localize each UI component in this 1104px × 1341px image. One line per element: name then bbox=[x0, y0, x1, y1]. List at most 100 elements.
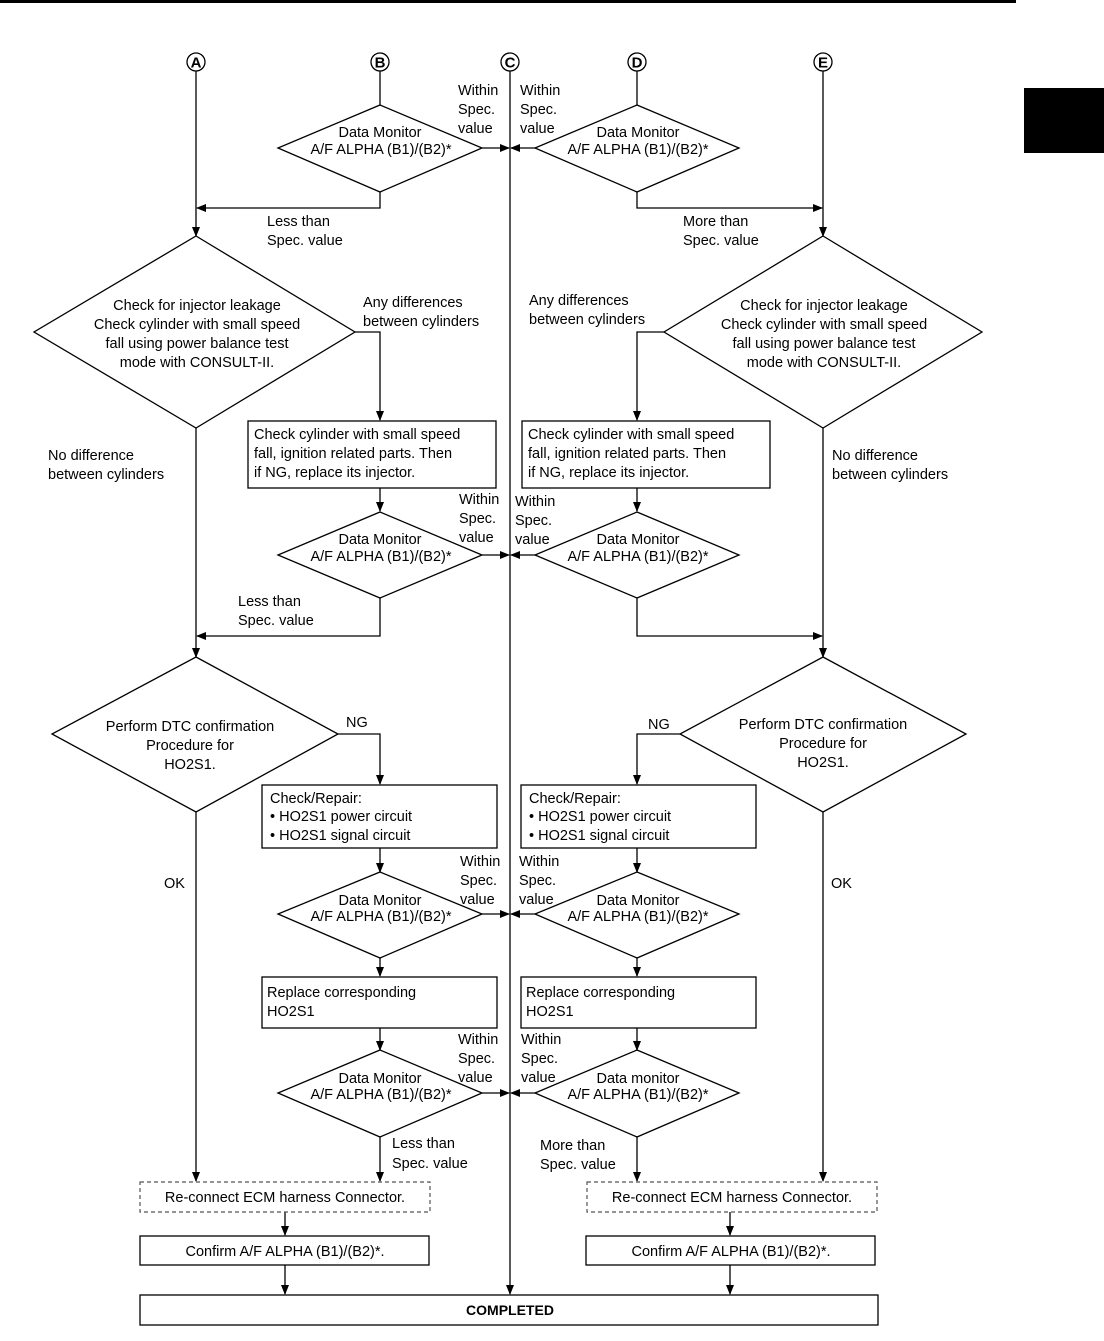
data-monitor-decision: Data Monitor A/F ALPHA (B1)/(B2)* bbox=[533, 871, 741, 959]
replace-ho2s1-box: Replace corresponding HO2S1 bbox=[261, 976, 498, 1029]
svg-text:A/F ALPHA (B1)/(B2)*: A/F ALPHA (B1)/(B2)* bbox=[567, 142, 708, 158]
svg-text:value: value bbox=[521, 1070, 556, 1086]
svg-text:Data Monitor: Data Monitor bbox=[338, 532, 421, 548]
svg-text:Re-connect ECM harness Connect: Re-connect ECM harness Connector. bbox=[165, 1190, 405, 1206]
less-than-spec-label: Less than Spec. value bbox=[392, 1136, 468, 1172]
svg-text:value: value bbox=[458, 1070, 493, 1086]
data-monitor-decision: Data monitor A/F ALPHA (B1)/(B2)* bbox=[533, 1049, 741, 1138]
connector-e: E bbox=[813, 52, 833, 72]
svg-text:Within: Within bbox=[458, 1032, 498, 1048]
svg-text:Less than: Less than bbox=[267, 214, 330, 230]
svg-text:A/F ALPHA (B1)/(B2)*: A/F ALPHA (B1)/(B2)* bbox=[567, 909, 708, 925]
reconnect-ecm-box: Re-connect ECM harness Connector. bbox=[139, 1181, 431, 1213]
connector-b: B bbox=[370, 52, 390, 72]
svg-text:value: value bbox=[459, 530, 494, 546]
svg-text:HO2S1.: HO2S1. bbox=[797, 755, 849, 771]
svg-text:fall, ignition related parts.: fall, ignition related parts. Then bbox=[254, 446, 452, 462]
svg-text:Spec.: Spec. bbox=[515, 513, 552, 529]
svg-text:HO2S1: HO2S1 bbox=[267, 1004, 315, 1020]
svg-text:D: D bbox=[632, 55, 643, 72]
ok-label: OK bbox=[831, 876, 852, 892]
svg-text:Spec. value: Spec. value bbox=[238, 613, 314, 629]
svg-text:fall using power balance test: fall using power balance test bbox=[733, 336, 916, 352]
less-than-spec-label: Less than Spec. value bbox=[238, 594, 314, 629]
svg-text:value: value bbox=[519, 892, 554, 908]
svg-text:HO2S1.: HO2S1. bbox=[164, 757, 216, 773]
ng-label: NG bbox=[648, 717, 670, 733]
svg-text:Spec. value: Spec. value bbox=[540, 1157, 616, 1173]
connector-a: A bbox=[186, 52, 206, 72]
svg-text:• HO2S1 power circuit: • HO2S1 power circuit bbox=[270, 809, 412, 825]
within-spec-label: Within Spec. value bbox=[519, 854, 559, 908]
svg-text:Data Monitor: Data Monitor bbox=[596, 893, 679, 909]
svg-text:• HO2S1 signal circuit: • HO2S1 signal circuit bbox=[529, 828, 669, 844]
svg-text:fall, ignition related parts.: fall, ignition related parts. Then bbox=[528, 446, 726, 462]
svg-text:Less than: Less than bbox=[238, 594, 301, 610]
svg-text:Check cylinder with small spee: Check cylinder with small speed bbox=[94, 317, 300, 333]
svg-text:Replace corresponding: Replace corresponding bbox=[526, 985, 675, 1001]
more-than-spec-label: More than Spec. value bbox=[683, 214, 759, 249]
svg-text:Within: Within bbox=[460, 854, 500, 870]
svg-text:Spec. value: Spec. value bbox=[683, 233, 759, 249]
svg-text:A: A bbox=[191, 55, 202, 72]
svg-text:Perform DTC confirmation: Perform DTC confirmation bbox=[106, 719, 274, 735]
injector-leakage-decision: Check for injector leakage Check cylinde… bbox=[662, 235, 984, 429]
flow-lines bbox=[192, 71, 827, 1295]
replace-ho2s1-box: Replace corresponding HO2S1 bbox=[520, 976, 757, 1029]
svg-text:Check cylinder with small spee: Check cylinder with small speed bbox=[721, 317, 927, 333]
svg-text:fall using power balance test: fall using power balance test bbox=[106, 336, 289, 352]
any-differences-label: Any differences between cylinders bbox=[363, 295, 479, 330]
svg-text:Any differences: Any differences bbox=[363, 295, 463, 311]
data-monitor-decision: Data Monitor A/F ALPHA (B1)/(B2)* bbox=[533, 104, 741, 193]
svg-text:A/F ALPHA (B1)/(B2)*: A/F ALPHA (B1)/(B2)* bbox=[567, 549, 708, 565]
svg-text:Confirm A/F ALPHA (B1)/(B2)*.: Confirm A/F ALPHA (B1)/(B2)*. bbox=[185, 1244, 384, 1260]
svg-text:mode with CONSULT-II.: mode with CONSULT-II. bbox=[747, 355, 901, 371]
within-spec-label: Within Spec. value bbox=[460, 854, 500, 908]
svg-text:Check for injector leakage: Check for injector leakage bbox=[740, 298, 908, 314]
svg-text:Check/Repair:: Check/Repair: bbox=[270, 791, 362, 807]
svg-text:Check for injector leakage: Check for injector leakage bbox=[113, 298, 281, 314]
svg-text:Data Monitor: Data Monitor bbox=[338, 893, 421, 909]
section-tab-marker bbox=[1024, 88, 1104, 153]
svg-text:between cylinders: between cylinders bbox=[48, 467, 164, 483]
within-spec-label: Within Spec. value bbox=[458, 1032, 498, 1086]
svg-text:Spec.: Spec. bbox=[520, 102, 557, 118]
svg-text:Data Monitor: Data Monitor bbox=[338, 125, 421, 141]
svg-text:Spec. value: Spec. value bbox=[392, 1156, 468, 1172]
svg-text:Perform DTC confirmation: Perform DTC confirmation bbox=[739, 717, 907, 733]
ng-label: NG bbox=[346, 715, 368, 731]
svg-text:More than: More than bbox=[540, 1138, 605, 1154]
svg-text:COMPLETED: COMPLETED bbox=[466, 1302, 554, 1318]
svg-text:Within: Within bbox=[515, 494, 555, 510]
svg-text:Re-connect ECM harness Connect: Re-connect ECM harness Connector. bbox=[612, 1190, 852, 1206]
svg-text:Spec.: Spec. bbox=[460, 873, 497, 889]
svg-text:between cylinders: between cylinders bbox=[529, 312, 645, 328]
within-spec-label: Within Spec. value bbox=[458, 83, 498, 137]
data-monitor-decision: Data Monitor A/F ALPHA (B1)/(B2)* bbox=[276, 871, 484, 959]
data-monitor-decision: Data Monitor A/F ALPHA (B1)/(B2)* bbox=[276, 1049, 484, 1138]
reconnect-ecm-box: Re-connect ECM harness Connector. bbox=[586, 1181, 878, 1213]
no-difference-label: No difference between cylinders bbox=[832, 448, 948, 483]
completed-box: COMPLETED bbox=[139, 1294, 879, 1326]
confirm-af-alpha-box: Confirm A/F ALPHA (B1)/(B2)*. bbox=[139, 1235, 430, 1266]
svg-text:if NG, replace its injector.: if NG, replace its injector. bbox=[254, 465, 415, 481]
svg-text:A/F ALPHA (B1)/(B2)*: A/F ALPHA (B1)/(B2)* bbox=[310, 909, 451, 925]
svg-text:No difference: No difference bbox=[832, 448, 918, 464]
connector-c: C bbox=[500, 52, 520, 72]
cylinder-check-box: Check cylinder with small speed fall, ig… bbox=[521, 420, 771, 489]
data-monitor-decision: Data Monitor A/F ALPHA (B1)/(B2)* bbox=[276, 104, 484, 193]
cylinder-check-box: Check cylinder with small speed fall, ig… bbox=[247, 420, 497, 489]
within-spec-label: Within Spec. value bbox=[520, 83, 560, 137]
svg-text:A/F ALPHA (B1)/(B2)*: A/F ALPHA (B1)/(B2)* bbox=[310, 1087, 451, 1103]
svg-text:Within: Within bbox=[521, 1032, 561, 1048]
more-than-spec-label: More than Spec. value bbox=[540, 1138, 616, 1173]
svg-text:Spec.: Spec. bbox=[458, 1051, 495, 1067]
svg-text:Procedure for: Procedure for bbox=[146, 738, 234, 754]
svg-text:Data Monitor: Data Monitor bbox=[596, 125, 679, 141]
within-spec-label: Within Spec. value bbox=[515, 494, 555, 548]
svg-text:A/F ALPHA (B1)/(B2)*: A/F ALPHA (B1)/(B2)* bbox=[310, 549, 451, 565]
within-spec-label: Within Spec. value bbox=[459, 492, 499, 546]
top-rule bbox=[0, 0, 1016, 3]
svg-text:A/F ALPHA (B1)/(B2)*: A/F ALPHA (B1)/(B2)* bbox=[567, 1087, 708, 1103]
